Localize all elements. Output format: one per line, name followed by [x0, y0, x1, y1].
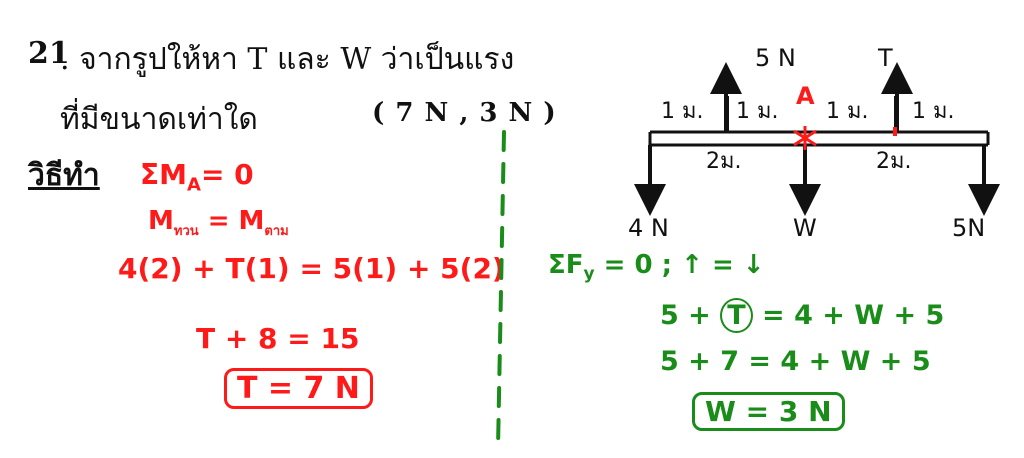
question-text-line1: . จากรูปให้หา T และ W ว่าเป็นแรง	[60, 42, 515, 77]
segment-label: 1 ม.	[826, 99, 869, 124]
circled-t: T	[720, 298, 753, 333]
force-balance-equation: 5 + T = 4 + W + 5	[660, 298, 945, 333]
segment-label: 1 ม.	[912, 99, 955, 124]
dashed-divider	[496, 130, 506, 450]
label-point-a: A	[796, 82, 815, 110]
label-t-top: T	[877, 44, 893, 72]
question-text-line2: ที่มีขนาดเท่าใด	[60, 102, 258, 137]
moment-balance-equation: Mทวน = Mตาม	[148, 206, 289, 240]
moment-sum-equation: ΣMA= 0	[140, 158, 254, 196]
span-label: 2ม.	[876, 149, 912, 174]
pivot-star-icon	[793, 126, 817, 150]
label-5n-top: 5 N	[755, 44, 796, 72]
moment-values-equation: 4(2) + T(1) = 5(1) + 5(2)	[118, 252, 505, 285]
t-result-box: T = 7 N	[224, 368, 373, 409]
segment-label: 1 ม.	[661, 99, 704, 124]
label-w: W	[793, 214, 817, 242]
answer-key: ( 7 N , 3 N )	[372, 98, 557, 128]
force-sum-equation: ΣFy = 0 ; ↑ = ↓	[548, 250, 765, 285]
beam	[648, 130, 990, 147]
simplified-equation: T + 8 = 15	[196, 322, 360, 355]
span-label: 2ม.	[706, 149, 742, 174]
w-result-box: W = 3 N	[692, 392, 845, 431]
question-number: 21	[28, 36, 70, 71]
force-values-equation: 5 + 7 = 4 + W + 5	[660, 346, 931, 377]
label-5n-right: 5N	[952, 214, 985, 242]
label-4n: 4 N	[628, 214, 669, 242]
segment-label: 1 ม.	[736, 99, 779, 124]
solution-label: วิธีทำ	[28, 158, 100, 193]
